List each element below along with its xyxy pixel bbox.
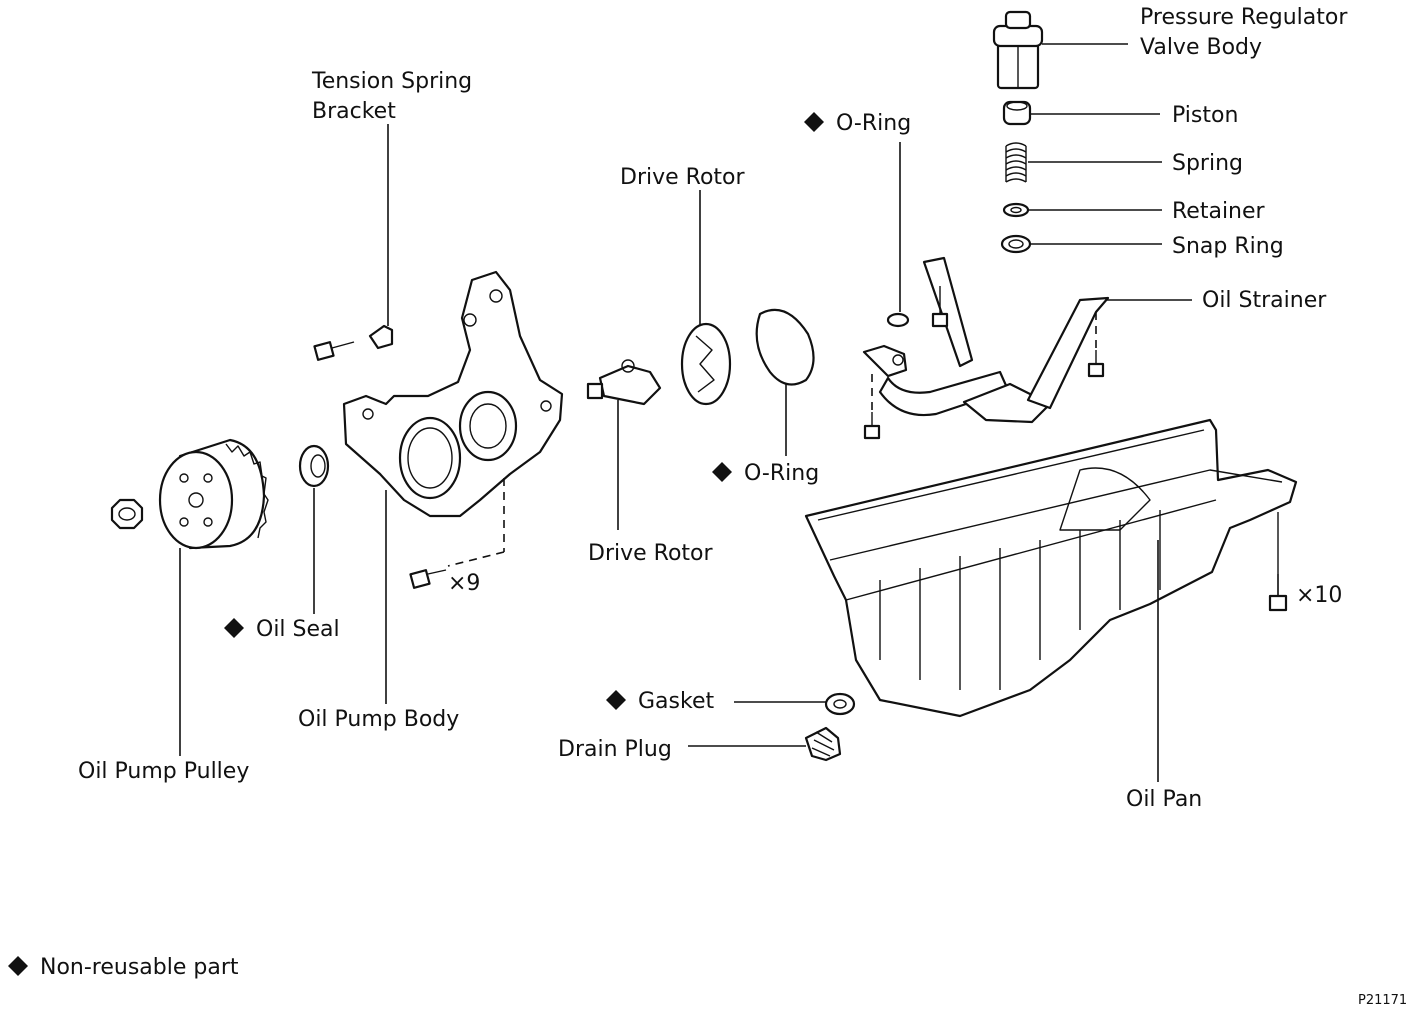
drive-rotor-inner-part: [586, 359, 662, 406]
label-piston: Piston: [1172, 103, 1238, 128]
label-oil-pan: Oil Pan: [1126, 787, 1202, 812]
spring-part: [1005, 142, 1027, 183]
legend-non-reusable: Non-reusable part: [40, 955, 239, 980]
label-tension-spring-1: Tension Spring: [311, 69, 472, 94]
piston-part: [1002, 100, 1032, 126]
strainer-bolt-1: [931, 286, 949, 328]
o-ring-large-part: [755, 308, 815, 386]
label-bolt-qty-10: ×10: [1296, 583, 1342, 608]
oil-strainer-part: [862, 256, 1110, 424]
retainer-part: [1002, 202, 1030, 218]
non-reusable-diamond-icon: [712, 462, 732, 482]
o-ring-small-part: [886, 312, 910, 328]
label-o-ring-upper: O-Ring: [836, 111, 911, 136]
label-oil-strainer: Oil Strainer: [1202, 288, 1327, 313]
non-reusable-diamond-icon: [606, 690, 626, 710]
label-oil-seal: Oil Seal: [256, 617, 340, 642]
drain-plug-part: [804, 726, 842, 762]
label-gasket: Gasket: [638, 689, 714, 714]
strainer-bolt-2: [1087, 350, 1105, 378]
label-snap-ring: Snap Ring: [1172, 234, 1284, 259]
label-retainer: Retainer: [1172, 199, 1266, 224]
oil-pan-part: [804, 418, 1298, 718]
label-pressure-regulator-1: Pressure Regulator: [1140, 5, 1348, 30]
label-drive-rotor-upper: Drive Rotor: [620, 165, 745, 190]
label-oil-pump-pulley: Oil Pump Pulley: [78, 759, 249, 784]
non-reusable-diamond-icon: [224, 618, 244, 638]
bracket-bolt: [313, 341, 355, 361]
label-drive-rotor-lower: Drive Rotor: [588, 541, 713, 566]
non-reusable-diamond-icon: [804, 112, 824, 132]
pulley-nut: [110, 498, 144, 530]
label-tension-spring-2: Bracket: [312, 99, 396, 124]
oil-pump-body-part: [342, 270, 564, 518]
strainer-bolt-3: [863, 412, 881, 440]
pressure-regulator-valve-body: [992, 10, 1044, 90]
tension-spring-bracket-part: [368, 124, 394, 350]
label-bolt-qty-9: ×9: [448, 571, 480, 596]
figure-code: P21171: [1358, 993, 1407, 1008]
pump-body-bolt: [409, 569, 447, 589]
label-oil-pump-body: Oil Pump Body: [298, 707, 459, 732]
oil-pump-pulley-part: [158, 438, 269, 550]
oil-seal-part: [298, 444, 330, 488]
gasket-part: [824, 692, 856, 716]
oil-pan-bolt: [1268, 512, 1288, 612]
label-drain-plug: Drain Plug: [558, 737, 672, 762]
label-spring: Spring: [1172, 151, 1243, 176]
legend-diamond-icon: [8, 956, 28, 976]
snap-ring-part: [1000, 234, 1032, 254]
drive-rotor-outer-part: [680, 322, 732, 406]
label-pressure-regulator-2: Valve Body: [1140, 35, 1262, 60]
label-o-ring-lower: O-Ring: [744, 461, 819, 486]
